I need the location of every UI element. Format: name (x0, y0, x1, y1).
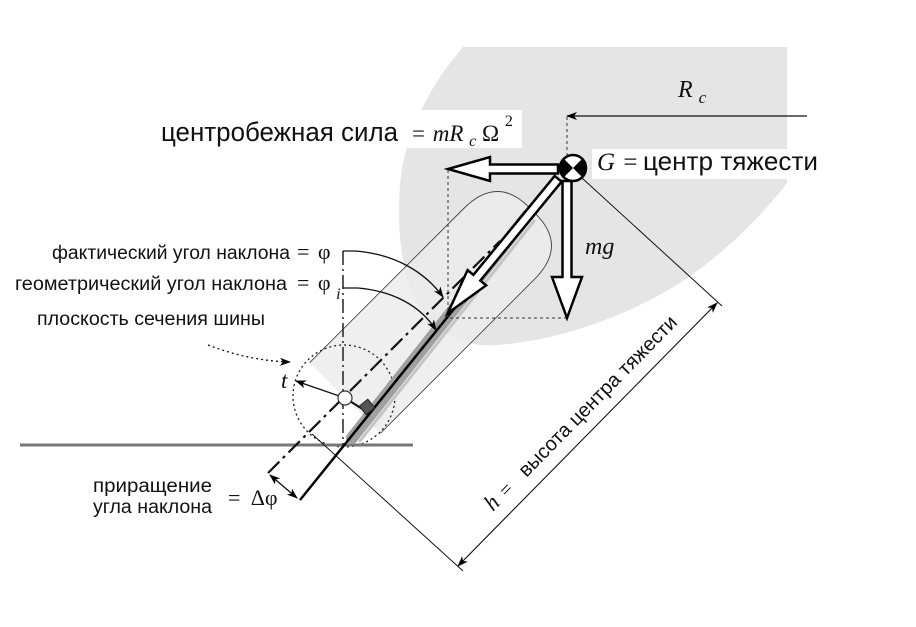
cg-extension-line (581, 177, 723, 307)
cg-left-wedge (559, 158, 573, 178)
radius-symbol: R (677, 77, 693, 103)
actual-lean-line (299, 293, 467, 501)
tire-radius-label: t (281, 368, 288, 393)
cg-label-background (592, 149, 820, 179)
cg-label: центр тяжести (643, 146, 818, 176)
cg-symbol-label: G = (597, 149, 637, 176)
formula-superscript-2: 2 (505, 113, 513, 130)
radius-subscript: c (699, 88, 707, 107)
geometric-lean-arc (343, 287, 437, 331)
cg-height-equals: = (495, 478, 519, 501)
lean-increment-equals: = (228, 485, 240, 510)
formula-mr: mR (433, 121, 464, 146)
resultant-force-arrow-group (444, 174, 564, 318)
actual-lean-label: фактический угол наклона (52, 243, 290, 264)
tire-section-label: плоскость сечения шины (37, 309, 265, 330)
weight-label: mg (585, 234, 614, 260)
geometric-lean-subscript: i (336, 286, 340, 303)
tire-tread-highlight (358, 219, 536, 443)
geometric-lean-symbol: = φ i (297, 270, 341, 303)
cg-symbol: G (597, 149, 615, 176)
cg-height-dimension-line (457, 302, 718, 567)
lean-increment-symbol: = Δφ (228, 485, 278, 510)
actual-lean-symbol: = φ (297, 239, 331, 264)
actual-lean-phi: φ (318, 239, 331, 264)
tire-section-leader (207, 344, 291, 366)
cg-equals: = (623, 149, 637, 176)
centrifugal-force-arrow (443, 155, 560, 183)
tire-radius-arrow (295, 380, 346, 399)
actual-lean-arc (343, 250, 444, 298)
formula-omega: Ω (482, 121, 499, 146)
centrifugal-force-formula: = mR c Ω 2 (412, 113, 513, 151)
geometric-lean-phi: φ (318, 270, 331, 295)
contact-extension-line (311, 433, 464, 572)
lean-increment-arrow (269, 474, 298, 499)
cg-right-wedge (573, 158, 587, 178)
geometric-lean-line (267, 240, 501, 474)
tire-contact-block (358, 398, 376, 416)
lean-increment-label-line2: угла наклона (93, 497, 212, 518)
geometric-lean-label: геометрический угол наклона (15, 274, 287, 295)
weight-arrow (550, 179, 584, 322)
actual-lean-equals: = (297, 239, 309, 264)
formula-subscript-c: c (469, 133, 476, 150)
turn-radius-label: R c (677, 77, 707, 107)
tire-center-point (337, 390, 353, 406)
force-decomposition-dashed-box (447, 170, 567, 319)
lean-increment-label-line1: приращение (93, 476, 212, 497)
resultant-force-arrow (444, 174, 564, 318)
centrifugal-force-label: центробежная сила (161, 117, 399, 147)
centrifugal-formula-background (406, 110, 522, 148)
center-of-gravity-symbol (558, 153, 588, 183)
lean-increment-delta-phi: Δφ (251, 485, 278, 510)
formula-equals: = (412, 121, 425, 146)
geometric-lean-equals: = (297, 270, 309, 295)
